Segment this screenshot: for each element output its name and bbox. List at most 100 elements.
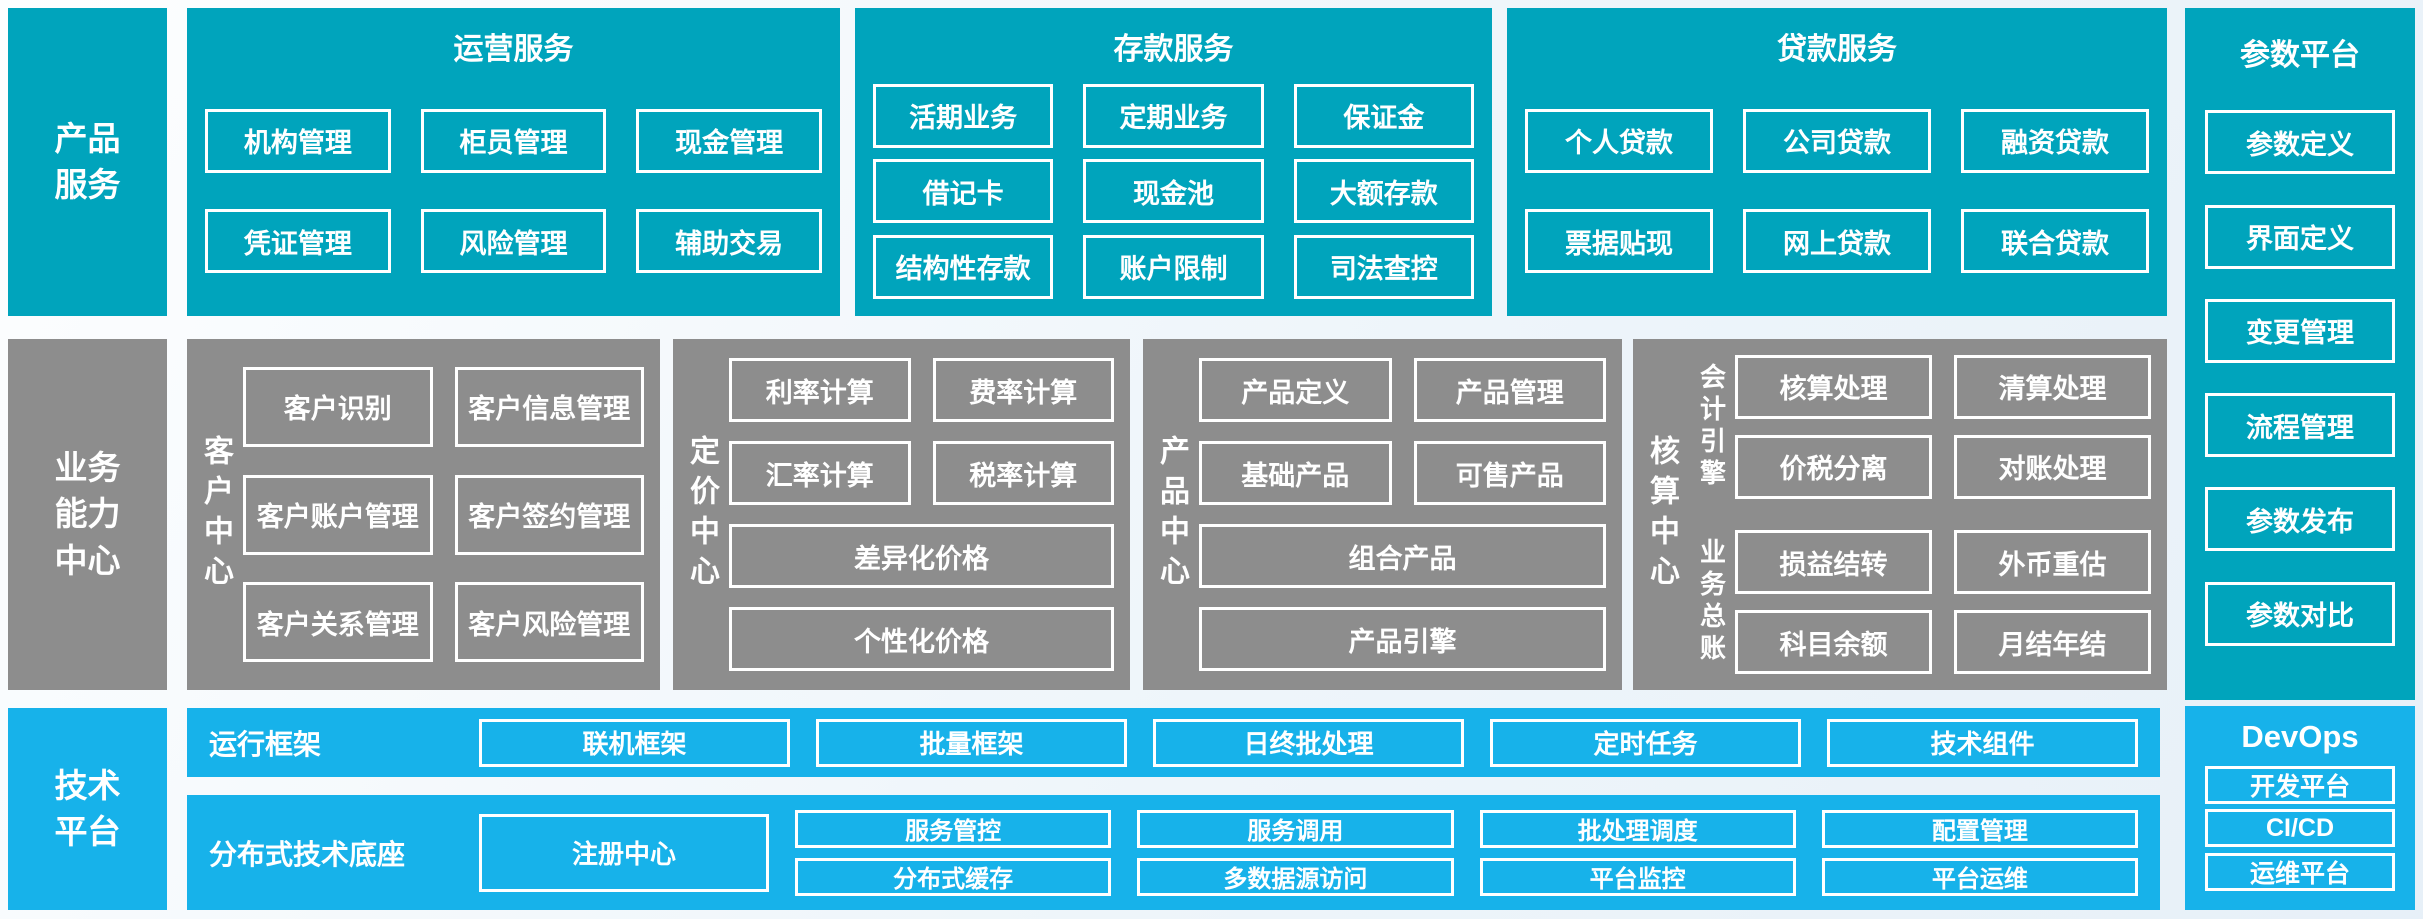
vertical-label-text: 客户中心 <box>199 434 232 595</box>
module-box: 分布式缓存 <box>795 857 1112 896</box>
panel-row: 汇率计算税率计算 <box>729 441 1114 505</box>
param-item: 参数发布 <box>2205 487 2395 552</box>
module-box: 对账处理 <box>1954 434 2151 499</box>
module-box: 服务管控 <box>795 809 1112 848</box>
module-box: 客户信息管理 <box>454 366 644 447</box>
module-box: 融资贷款 <box>1961 108 2149 173</box>
panel-pricing: 定价中心利率计算费率计算汇率计算税率计算差异化价格个性化价格 <box>673 339 1130 690</box>
module-box: 基础产品 <box>1199 441 1392 505</box>
panel-runtime-framework: 运行框架 联机框架批量框架日终批处理定时任务技术组件 <box>187 708 2160 777</box>
module-box: 产品定义 <box>1199 358 1392 422</box>
group-row: 科目余额月结年结 <box>1735 610 2151 675</box>
module-box: 个人贷款 <box>1525 108 1713 173</box>
devops-item: CI/CD <box>2205 809 2395 847</box>
panel-deposit: 存款服务活期业务定期业务保证金借记卡现金池大额存款结构性存款账户限制司法查控 <box>855 8 1492 316</box>
group-label-text: 会计引擎 <box>1696 362 1727 491</box>
module-box: 定时任务 <box>1490 718 1801 767</box>
module-box: 司法查控 <box>1293 234 1474 299</box>
tech-column: 服务管控分布式缓存 <box>795 809 1112 896</box>
module-box: 可售产品 <box>1413 441 1606 505</box>
vertical-label: 核算中心 <box>1633 339 1689 690</box>
distributed-tech-base-label: 分布式技术底座 <box>209 838 406 870</box>
panel-row: 客户识别客户信息管理 <box>243 366 644 447</box>
module-box: 联合贷款 <box>1961 209 2149 274</box>
group-vertical-label: 会计引擎 <box>1689 339 1735 515</box>
accounting-group: 会计引擎核算处理清算处理价税分离对账处理 <box>1689 339 2167 515</box>
module-box: 客户识别 <box>243 366 433 447</box>
panel-title: DevOps <box>2241 719 2359 754</box>
module-box: 机构管理 <box>205 108 391 173</box>
module-box: 产品管理 <box>1413 358 1606 422</box>
module-box: 汇率计算 <box>729 441 911 505</box>
module-box: 配置管理 <box>1821 809 2138 848</box>
module-box: 外币重估 <box>1954 530 2151 595</box>
panel-rows: 个人贷款公司贷款融资贷款票据贴现网上贷款联合贷款 <box>1507 72 2167 316</box>
panel-row: 机构管理柜员管理现金管理 <box>205 108 823 173</box>
module-box: 批处理调度 <box>1479 809 1796 848</box>
panel-row: 产品引擎 <box>1199 607 1606 671</box>
panel-row: 凭证管理风险管理辅助交易 <box>205 209 823 274</box>
devops-item: 开发平台 <box>2205 765 2395 804</box>
module-box: 客户关系管理 <box>243 582 433 663</box>
param-items: 参数定义界面定义变更管理流程管理参数发布参数对比 <box>2185 80 2415 700</box>
panel-row: 结构性存款账户限制司法查控 <box>873 234 1474 299</box>
panel-loan: 贷款服务个人贷款公司贷款融资贷款票据贴现网上贷款联合贷款 <box>1507 8 2167 316</box>
module-box: 费率计算 <box>932 358 1114 422</box>
panel-rows: 利率计算费率计算汇率计算税率计算差异化价格个性化价格 <box>729 339 1130 690</box>
panel-row: 基础产品可售产品 <box>1199 441 1606 505</box>
module-box: 票据贴现 <box>1525 209 1713 274</box>
module-box: 税率计算 <box>932 441 1114 505</box>
module-box: 客户签约管理 <box>454 474 644 555</box>
panel-title: 运营服务 <box>453 33 574 66</box>
panel-accounting: 核算中心会计引擎核算处理清算处理价税分离对账处理业务总账损益结转外币重估科目余额… <box>1633 339 2167 690</box>
module-box: 多数据源访问 <box>1137 857 1454 896</box>
panel-rows: 产品定义产品管理基础产品可售产品组合产品产品引擎 <box>1199 339 1622 690</box>
module-box: 公司贷款 <box>1743 108 1931 173</box>
param-item: 界面定义 <box>2205 204 2395 269</box>
panel-row: 差异化价格 <box>729 524 1114 588</box>
module-box: 借记卡 <box>873 159 1054 223</box>
param-item: 参数定义 <box>2205 110 2395 175</box>
panel-customer: 客户中心客户识别客户信息管理客户账户管理客户签约管理客户关系管理客户风险管理 <box>187 339 660 690</box>
module-box: 结构性存款 <box>873 234 1054 299</box>
module-box: 客户风险管理 <box>454 582 644 663</box>
param-item: 变更管理 <box>2205 298 2395 363</box>
module-box: 平台监控 <box>1479 857 1796 896</box>
module-box: 利率计算 <box>729 358 911 422</box>
panel-row: 组合产品 <box>1199 524 1606 588</box>
module-box: 账户限制 <box>1083 234 1264 299</box>
vertical-label-text: 产品中心 <box>1155 434 1188 595</box>
accounting-group: 业务总账损益结转外币重估科目余额月结年结 <box>1689 515 2167 691</box>
vertical-label: 客户中心 <box>187 339 243 690</box>
panel-row: 客户账户管理客户签约管理 <box>243 474 644 555</box>
module-box: 清算处理 <box>1954 354 2151 419</box>
row-label-business-capability-center: 业务 能力 中心 <box>8 339 167 690</box>
group-grid: 核算处理清算处理价税分离对账处理 <box>1735 339 2167 515</box>
panel-title: 存款服务 <box>1113 33 1234 66</box>
panel-rows: 客户识别客户信息管理客户账户管理客户签约管理客户关系管理客户风险管理 <box>243 339 660 690</box>
module-box: 注册中心 <box>479 813 769 892</box>
panel-row: 客户关系管理客户风险管理 <box>243 582 644 663</box>
module-box: 平台运维 <box>1821 857 2138 896</box>
panel-row: 活期业务定期业务保证金 <box>873 83 1474 148</box>
module-box: 月结年结 <box>1954 610 2151 675</box>
module-box: 保证金 <box>1293 83 1474 148</box>
group-row: 核算处理清算处理 <box>1735 354 2151 419</box>
module-box: 网上贷款 <box>1743 209 1931 274</box>
module-box: 日终批处理 <box>1153 718 1464 767</box>
module-box: 产品引擎 <box>1199 607 1606 671</box>
module-box: 个性化价格 <box>729 607 1114 671</box>
tech-column: 服务调用多数据源访问 <box>1137 809 1454 896</box>
panel-row: 票据贴现网上贷款联合贷款 <box>1525 209 2149 274</box>
panel-row: 个人贷款公司贷款融资贷款 <box>1525 108 2149 173</box>
panel-row: 产品定义产品管理 <box>1199 358 1606 422</box>
panel-rows: 活期业务定期业务保证金借记卡现金池大额存款结构性存款账户限制司法查控 <box>855 72 1492 316</box>
panel-rows: 机构管理柜员管理现金管理凭证管理风险管理辅助交易 <box>187 72 840 316</box>
group-row: 损益结转外币重估 <box>1735 530 2151 595</box>
module-box: 差异化价格 <box>729 524 1114 588</box>
panel-row: 利率计算费率计算 <box>729 358 1114 422</box>
module-box: 现金池 <box>1083 159 1264 223</box>
row-label-technology-platform: 技术 平台 <box>8 708 167 910</box>
